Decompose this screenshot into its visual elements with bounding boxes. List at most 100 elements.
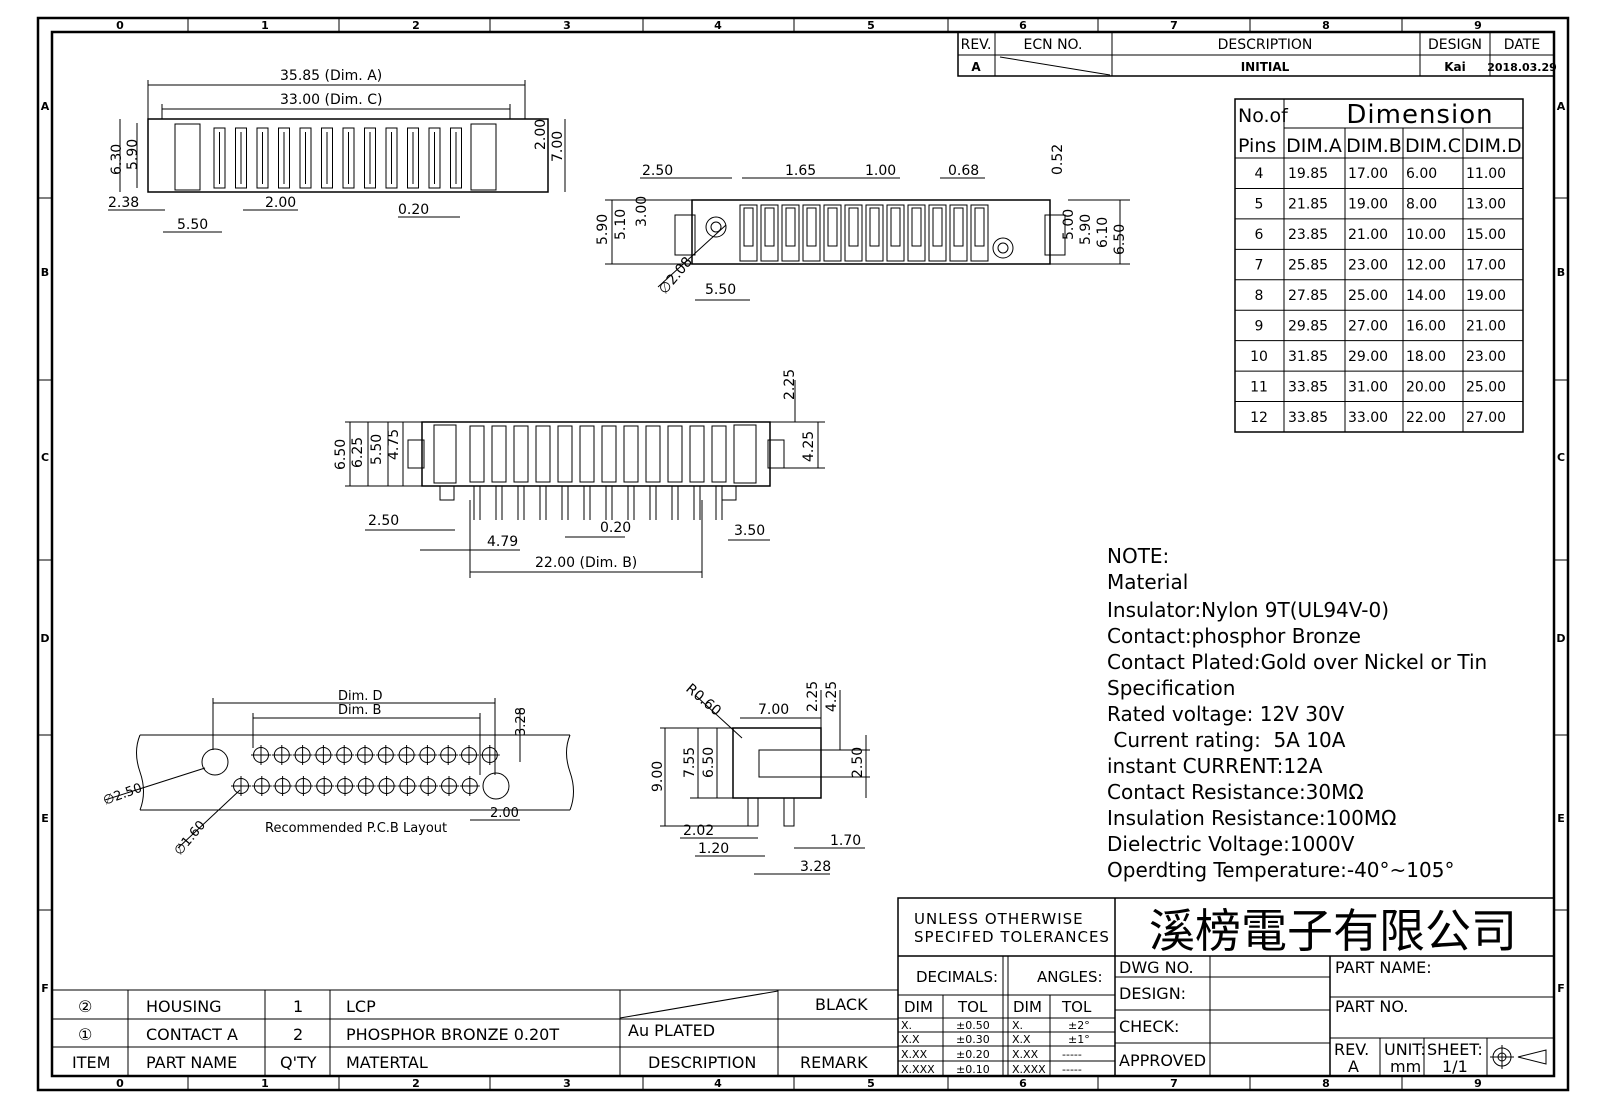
- description-value: INITIAL: [1241, 60, 1290, 74]
- dimension-cell: 22.00: [1406, 410, 1446, 426]
- title-block: UNLESS OTHERWISE SPECIFED TOLERANCES 溪榜電…: [897, 897, 1555, 1077]
- front-contact-slot: [623, 425, 639, 483]
- side-contact-slot: [823, 204, 842, 262]
- contact-slot: [213, 127, 226, 189]
- section-view: R0.60 7.00 2.25 4.25 7.55 6.50 9.00 2.50…: [650, 681, 870, 875]
- side-contact-inner: [890, 207, 901, 247]
- dim-label: 2.00: [533, 119, 549, 150]
- side-contact-slot: [970, 204, 989, 262]
- dim-label: 1.00: [865, 163, 896, 179]
- side-contact-inner: [974, 207, 985, 247]
- tol-tol-header: TOL: [1061, 998, 1092, 1016]
- grid-row-label: B: [41, 266, 49, 279]
- dimension-cell: 15.00: [1466, 227, 1506, 243]
- side-contact-slot: [865, 204, 884, 262]
- bom-item: ①: [78, 1025, 92, 1044]
- contact-slot: [321, 127, 333, 189]
- bom-qty: 1: [293, 997, 303, 1016]
- side-view: 2.50 1.65 1.00 0.68 0.52 5.90 5.10 3.00 …: [595, 144, 1130, 301]
- side-contact-slot: [886, 204, 905, 262]
- grid-col-label: 8: [1322, 19, 1330, 32]
- pin-count-cell: 12: [1250, 410, 1268, 426]
- dim-label: 2.50: [368, 513, 399, 529]
- bom-part-name: HOUSING: [146, 997, 222, 1016]
- grid-col-label: 8: [1322, 1077, 1330, 1090]
- grid-col-label: 0: [116, 1077, 124, 1090]
- dim-label: 0.20: [398, 202, 429, 218]
- bom-item: ②: [78, 997, 92, 1016]
- decimal-tol: ±0.50: [956, 1019, 990, 1032]
- side-contact-inner: [911, 207, 922, 247]
- dimension-cell: 19.85: [1288, 166, 1328, 182]
- notes-block: NOTE: Material Insulator:Nylon 9T(UL94V-…: [1107, 544, 1487, 882]
- note-line: Rated voltage: 12V 30V: [1107, 702, 1345, 726]
- contact-slot: [385, 127, 398, 189]
- dim-label: 0.68: [948, 163, 979, 179]
- pin-count-cell: 5: [1255, 197, 1264, 213]
- grid-row-label: F: [1557, 982, 1565, 995]
- grid-col-label: 5: [867, 1077, 875, 1090]
- decimal-dim: X.XXX: [901, 1063, 935, 1076]
- angle-tol: -----: [1062, 1063, 1082, 1076]
- part-name-label: PART NAME:: [1335, 958, 1432, 977]
- dimension-cell: 25.85: [1288, 258, 1328, 274]
- dim-label: 35.85 (Dim. A): [280, 68, 382, 84]
- front-contact-slot: [513, 425, 529, 483]
- dim-label: 6.50: [1112, 224, 1128, 255]
- decimal-dim: X.: [901, 1019, 912, 1032]
- dimension-cell: 31.00: [1348, 379, 1388, 395]
- dimension-cell: 29.00: [1348, 349, 1388, 365]
- date-value: 2018.03.29: [1487, 61, 1557, 74]
- pin-count-cell: 10: [1250, 349, 1268, 365]
- dim-label: 2.02: [683, 823, 714, 839]
- dimension-cell: 18.00: [1406, 349, 1446, 365]
- bom-header-item: ITEM: [72, 1053, 110, 1072]
- grid-row-label: A: [1557, 100, 1566, 113]
- dimension-cell: 8.00: [1406, 197, 1437, 213]
- grid-col-label: 3: [563, 1077, 571, 1090]
- side-contact-slot: [949, 204, 968, 262]
- angle-tol: ±2°: [1068, 1019, 1090, 1032]
- pin-count-cell: 6: [1255, 227, 1264, 243]
- dimension-cell: 17.00: [1466, 258, 1506, 274]
- pcb-layout-caption: Recommended P.C.B Layout: [265, 821, 447, 836]
- dim-label: 2.50: [850, 747, 866, 778]
- dim-label: ∅1.60: [172, 818, 209, 858]
- dim-label: 3.28: [800, 859, 831, 875]
- dimension-cell: 19.00: [1348, 197, 1388, 213]
- dimension-cell: 33.85: [1288, 379, 1328, 395]
- dimension-cell: 6.00: [1406, 166, 1437, 182]
- contact-slot: [407, 127, 419, 189]
- angles-label: ANGLES:: [1037, 968, 1103, 986]
- contact-slot: [299, 127, 312, 189]
- decimal-dim: X.X: [901, 1033, 920, 1046]
- dimension-table-title: Dimension: [1346, 100, 1493, 130]
- front-contact-slot: [645, 425, 661, 483]
- side-contact-slot: [781, 204, 800, 262]
- side-contact-slot: [760, 204, 779, 262]
- dim-label: 4.25: [824, 681, 840, 712]
- dim-label: 6.50: [333, 439, 349, 470]
- note-line: NOTE:: [1107, 544, 1169, 568]
- dimension-cell: 27.00: [1348, 318, 1388, 334]
- dim-label: 33.00 (Dim. C): [280, 92, 382, 108]
- dim-label: 9.00: [650, 761, 666, 792]
- dim-label: 4.75: [386, 429, 402, 460]
- bom-material: LCP: [346, 997, 376, 1016]
- angle-dim: X.X: [1012, 1033, 1031, 1046]
- grid-row-label: C: [1557, 451, 1565, 464]
- dimension-cell: 19.00: [1466, 288, 1506, 304]
- sheet-label: SHEET:: [1427, 1040, 1483, 1059]
- dimension-cell: 33.00: [1348, 410, 1388, 426]
- dim-label: 1.70: [830, 833, 861, 849]
- grid-row-label: A: [41, 100, 50, 113]
- design-label: DESIGN:: [1119, 984, 1186, 1003]
- decimal-dim: X.XX: [901, 1048, 928, 1061]
- dwg-no-label: DWG NO.: [1119, 958, 1194, 977]
- grid-row-label: E: [1557, 812, 1565, 825]
- bom-header-description: DESCRIPTION: [648, 1053, 756, 1072]
- dimension-cell: 21.00: [1466, 318, 1506, 334]
- dim-label: ∅2.08: [656, 254, 696, 298]
- contact-slot: [428, 127, 441, 189]
